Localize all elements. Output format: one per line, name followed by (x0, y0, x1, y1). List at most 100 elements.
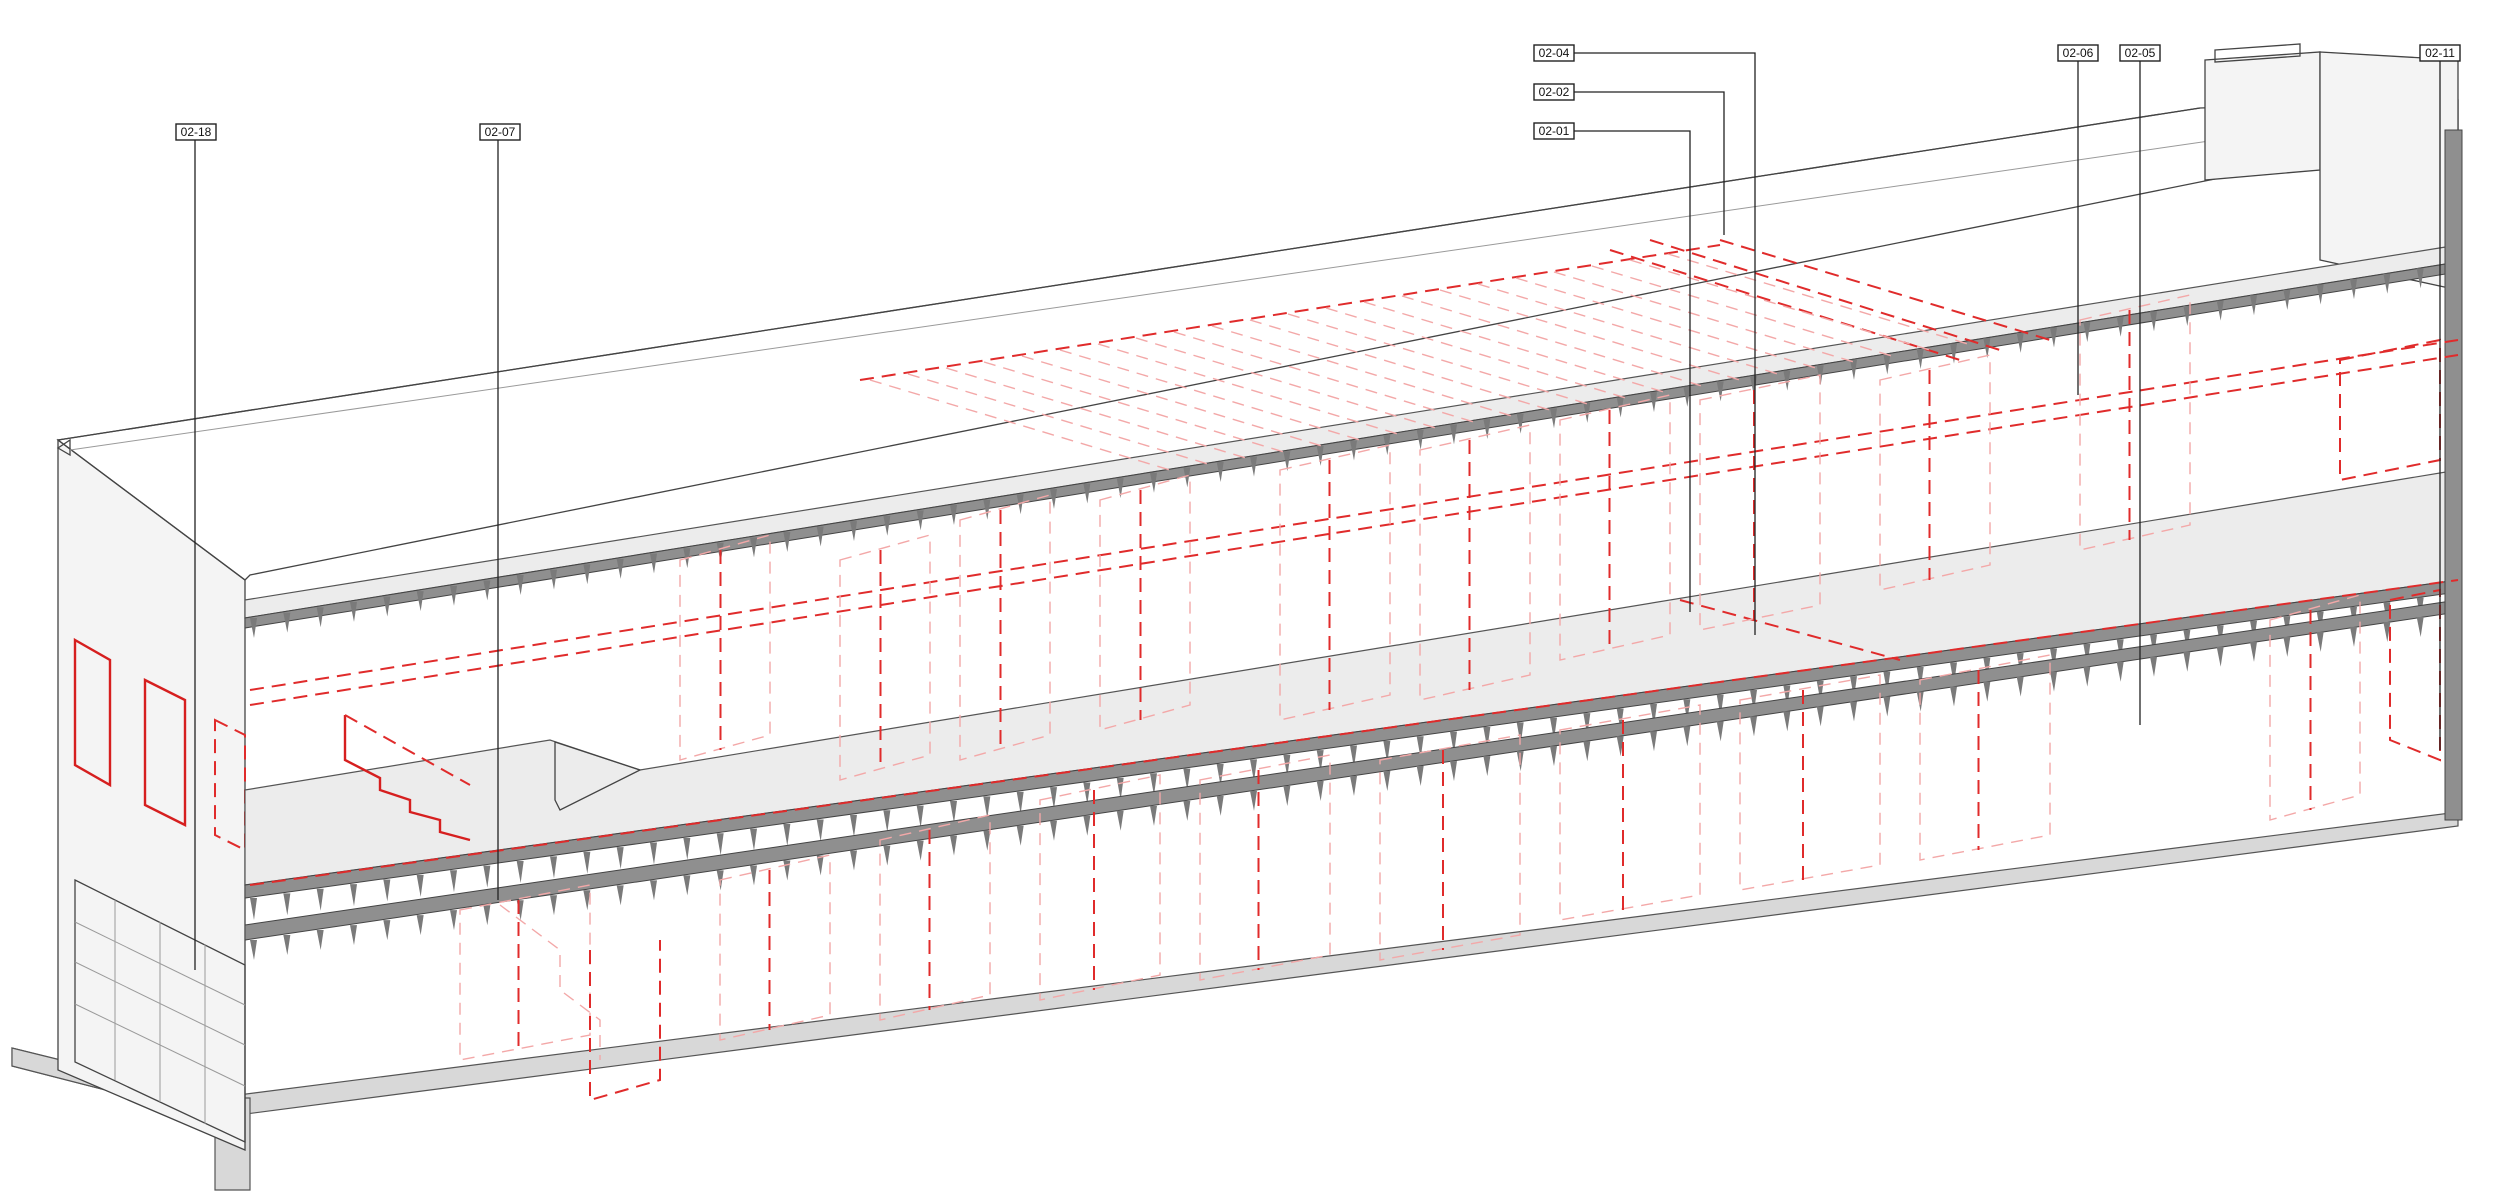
right-end-wall (2339, 129, 2463, 821)
joist (1183, 768, 1191, 791)
joist (516, 861, 524, 884)
partition-outline (719, 854, 831, 1041)
joist (1716, 694, 1724, 717)
tag-02-05: 02-05 (2119, 44, 2161, 62)
tag-02-01-label: 02-01 (1539, 124, 1570, 138)
joist (1183, 800, 1191, 821)
skylight-rib (1439, 289, 1741, 381)
joist (1350, 745, 1357, 768)
skylight-rib (1325, 307, 1627, 399)
joist (1550, 717, 1557, 740)
skylight-rib (1287, 313, 1589, 405)
joist (750, 828, 757, 851)
joist (1083, 782, 1091, 805)
joist (1650, 392, 1657, 413)
partition-outline (1279, 444, 1391, 721)
left-end-windows (73, 637, 246, 852)
joist (383, 879, 391, 902)
joist (1883, 671, 1891, 694)
joist (1750, 716, 1757, 737)
joist (1183, 467, 1191, 488)
joist (1583, 402, 1591, 423)
joist (2216, 300, 2224, 321)
skylight-rib (1211, 325, 1513, 417)
joist (450, 585, 457, 606)
joist (1550, 408, 1557, 429)
joist (2183, 651, 2191, 672)
partition-outline (959, 494, 1051, 761)
joist (783, 860, 791, 881)
tag-02-11-label: 02-11 (2425, 46, 2455, 60)
joist (416, 591, 424, 612)
partition-outline (459, 884, 591, 1061)
joist (683, 875, 691, 896)
joist (283, 612, 291, 633)
partition-outline (1039, 774, 1161, 1001)
joist (983, 499, 991, 520)
joist (850, 850, 857, 871)
joist (616, 558, 624, 579)
joist (783, 824, 791, 847)
joist (1150, 805, 1157, 826)
joist (1450, 761, 1457, 782)
partition-outline (2079, 294, 2191, 551)
joist (1316, 445, 1324, 466)
joist (1516, 722, 1524, 745)
joist (916, 840, 924, 861)
joist (1916, 666, 1924, 689)
skylight-rib (1173, 331, 1475, 423)
joist (783, 531, 791, 552)
joist (250, 940, 257, 960)
partition-outline (1419, 424, 1531, 701)
joist (850, 521, 857, 542)
joist (2316, 631, 2324, 652)
tag-02-06-label: 02-06 (2063, 46, 2094, 60)
skylight-rib (945, 367, 1247, 459)
slab-opening (554, 741, 642, 811)
skylight-rib (1059, 349, 1361, 441)
joist (483, 865, 491, 888)
joist (750, 537, 757, 558)
joist (2416, 268, 2424, 289)
joist (1716, 721, 1724, 742)
tag-02-11: 02-11 (2419, 44, 2461, 62)
interior-partitions (459, 294, 2361, 1061)
joist (883, 515, 891, 536)
joist (2350, 279, 2357, 300)
joist (1016, 791, 1024, 814)
joist (1283, 754, 1291, 777)
joist (316, 607, 324, 628)
joist (1583, 741, 1591, 762)
joist (1850, 676, 1857, 699)
joist (283, 893, 291, 916)
joist (1783, 370, 1791, 391)
joist (1150, 773, 1157, 796)
joist (1950, 686, 1957, 707)
joist (1950, 343, 1957, 364)
joist (1883, 354, 1891, 375)
joist (1016, 825, 1024, 846)
joist (1216, 462, 1224, 483)
joist (1883, 696, 1891, 717)
joist (2116, 661, 2124, 682)
joist (1283, 451, 1291, 472)
joist (1450, 424, 1457, 445)
joist (1416, 736, 1424, 759)
joist (1783, 711, 1791, 732)
joist (250, 618, 257, 638)
joist (550, 569, 557, 590)
joist (1250, 456, 1257, 477)
joist (1816, 680, 1824, 703)
joist (1116, 810, 1124, 831)
tag-02-05-label: 02-05 (2125, 46, 2156, 60)
skylight-rib (869, 379, 1171, 471)
joist (1216, 763, 1224, 786)
skylight-rib (983, 361, 1285, 453)
joist (516, 574, 524, 595)
tag-02-07-label: 02-07 (485, 125, 516, 139)
joist (1683, 699, 1691, 722)
joist (1050, 488, 1057, 509)
joist (2283, 289, 2291, 310)
joist (1750, 690, 1757, 713)
joist (583, 564, 591, 585)
